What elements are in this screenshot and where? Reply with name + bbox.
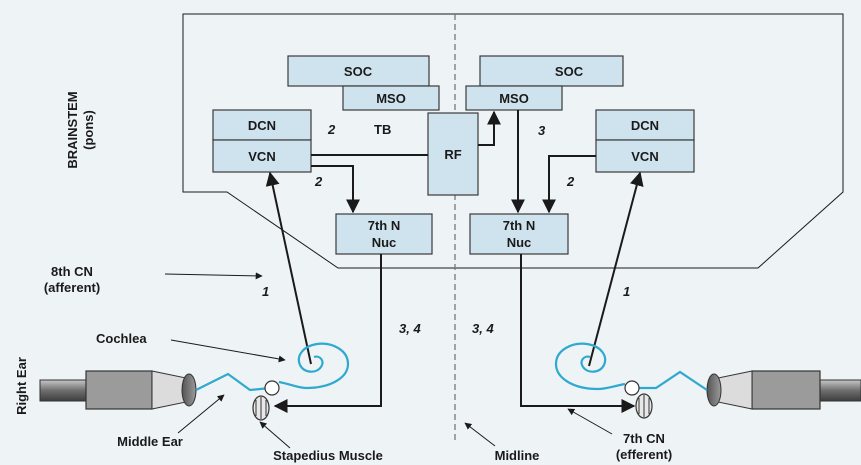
left-cochlea xyxy=(278,342,350,390)
path-number-right-afferent: 1 xyxy=(623,284,630,299)
dcn-left-box xyxy=(212,109,312,141)
cn8-label-line1: 8th CN xyxy=(51,264,93,279)
brainstem-outline xyxy=(182,13,844,269)
left-oval-window xyxy=(264,380,280,396)
cn8-pointer-arrow xyxy=(164,272,263,280)
left-efferent-pathway xyxy=(273,254,382,413)
cn7-label-line1: 7th CN xyxy=(623,431,665,446)
nuc-right-label-2: Nuc xyxy=(507,235,532,250)
path-number-left-tb: 2 xyxy=(327,122,336,137)
right-ossicle-chain xyxy=(636,370,708,391)
nuc-left-label-1: 7th N xyxy=(368,218,401,233)
nuc-right-label-1: 7th N xyxy=(503,218,536,233)
middle-ear-pointer-arrow xyxy=(177,394,225,434)
soc-left-label: SOC xyxy=(344,64,373,79)
cochlea-pointer-arrow xyxy=(170,339,286,363)
left-ear-canal xyxy=(85,370,153,410)
left-vcn-to-nuc-pathway xyxy=(311,165,360,214)
midline-label: Midline xyxy=(495,448,540,463)
path-number-left-afferent: 1 xyxy=(262,284,269,299)
right-efferent-pathway xyxy=(520,254,636,413)
cn8-label-line2: (afferent) xyxy=(44,280,100,295)
dcn-right-label: DCN xyxy=(631,118,659,133)
brainstem-label: BRAINSTEM (pons) xyxy=(65,91,96,168)
right-ear-label: Right Ear xyxy=(14,357,29,415)
path-number-right-vcn: 2 xyxy=(566,174,575,189)
cn7-pointer-arrow xyxy=(567,408,613,435)
mso-left-box xyxy=(342,85,440,111)
dcn-right-box xyxy=(595,109,695,141)
right-oval-window xyxy=(624,380,640,396)
pons-text: (pons) xyxy=(81,110,96,150)
brainstem-text: BRAINSTEM xyxy=(65,91,80,168)
left-afferent-pathway xyxy=(265,171,312,365)
left-ear xyxy=(39,342,350,421)
right-ear-canal xyxy=(751,370,821,410)
stapedius-label: Stapedius Muscle xyxy=(273,448,383,463)
left-eardrum xyxy=(181,373,197,407)
right-afferent-pathway xyxy=(588,171,644,367)
soc-left-box xyxy=(287,55,430,87)
nuc-left-label-2: Nuc xyxy=(372,235,397,250)
dcn-left-label: DCN xyxy=(248,118,276,133)
left-ossicle-chain xyxy=(195,372,271,392)
middle-ear-label: Middle Ear xyxy=(117,434,183,449)
right-ear-text: Right Ear xyxy=(14,357,29,415)
left-ear-canal-tube xyxy=(39,379,87,402)
left-ear-funnel xyxy=(151,370,187,410)
tb-label: TB xyxy=(374,122,391,137)
right-vcn-to-nuc-pathway xyxy=(542,155,596,214)
right-ear xyxy=(554,342,861,419)
cn7-label-line2: (efferent) xyxy=(616,447,672,462)
rf-box xyxy=(427,112,479,196)
rf-to-mso-pathway xyxy=(478,110,501,146)
soc-right-box xyxy=(479,55,624,87)
rf-label: RF xyxy=(444,147,461,162)
mso-left-label: MSO xyxy=(376,91,406,106)
path-number-left-vcn: 2 xyxy=(314,174,323,189)
path-number-right-efferent: 3, 4 xyxy=(472,321,494,336)
mso-right-box xyxy=(465,85,563,111)
path-number-left-efferent: 3, 4 xyxy=(399,321,421,336)
nuc-right-box xyxy=(469,213,569,255)
right-eardrum xyxy=(706,373,722,407)
vcn-left-label: VCN xyxy=(248,149,275,164)
vcn-right-label: VCN xyxy=(631,149,658,164)
right-ear-funnel xyxy=(717,370,753,410)
vcn-right-box xyxy=(595,139,695,173)
nuc-left-box xyxy=(335,213,433,255)
stapedius-pointer-arrow xyxy=(259,421,291,449)
right-ear-canal-tube xyxy=(819,379,861,402)
right-cochlea xyxy=(554,342,626,391)
cochlea-label: Cochlea xyxy=(96,331,147,346)
path-number-right-mso: 3 xyxy=(538,123,546,138)
mso-right-label: MSO xyxy=(499,91,529,106)
soc-right-label: SOC xyxy=(555,64,584,79)
midline-pointer-arrow xyxy=(464,422,496,447)
